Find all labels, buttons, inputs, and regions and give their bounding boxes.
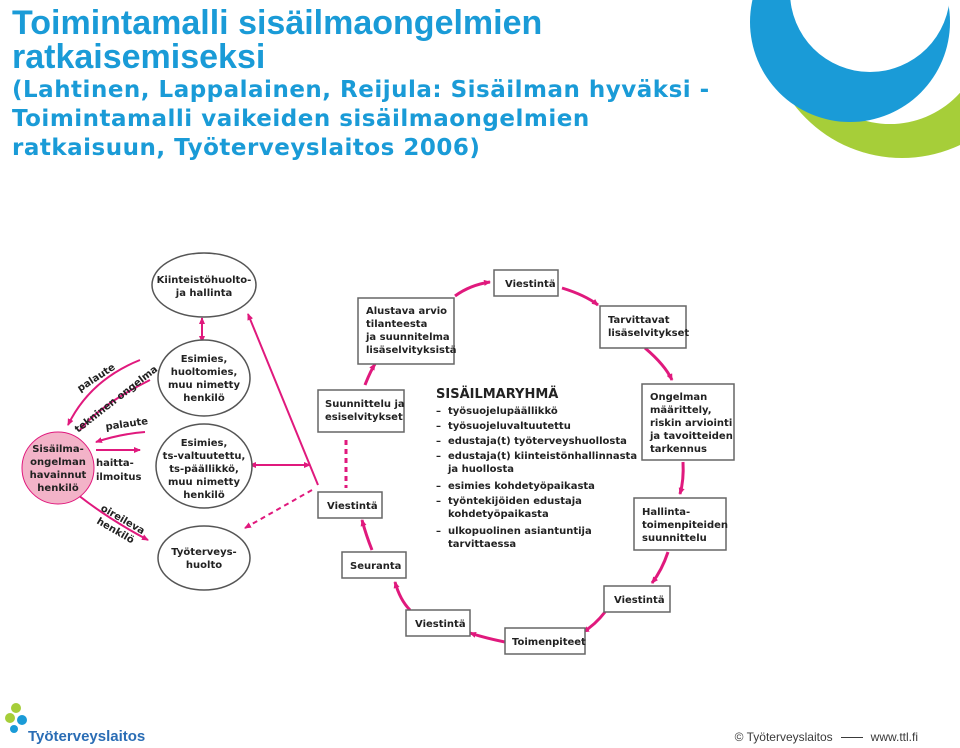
tarvittavat-line-2: lisäselvitykset bbox=[608, 328, 689, 339]
ryhma-item-6b: kohdetyöpaikasta bbox=[448, 509, 549, 520]
ryhma-item-7a: ulkopuolinen asiantuntija bbox=[448, 526, 592, 537]
haitta-line-1: haitta- bbox=[96, 458, 134, 469]
esimies1-line-2: huoltomies, bbox=[171, 367, 238, 378]
logo-text: Työterveyslaitos bbox=[28, 728, 145, 745]
esimies2-line-5: henkilö bbox=[183, 490, 225, 501]
palaute-label-2: palaute bbox=[105, 416, 149, 433]
ryhma-item-6a: työntekijöiden edustaja bbox=[448, 496, 582, 507]
alustava-line-1: Alustava arvio bbox=[366, 306, 447, 317]
toimenpiteet-label: Toimenpiteet bbox=[512, 637, 586, 648]
viestinta-top-label: Viestintä bbox=[505, 279, 556, 290]
sisailmaryhma-heading: SISÄILMARYHMÄ bbox=[436, 386, 558, 402]
esimies1-line-3: muu nimetty bbox=[168, 380, 240, 391]
hallinta-line-1: Hallinta- bbox=[642, 507, 690, 518]
arrow-viestinta-toimenpiteet bbox=[583, 612, 605, 632]
ongelman-line-4: ja tavoitteiden bbox=[649, 431, 733, 442]
tarvittavat-line-1: Tarvittavat bbox=[608, 315, 670, 326]
ryhma-item-2: työsuojeluvaltuutettu bbox=[448, 421, 571, 432]
kiinteisto-line-2: ja hallinta bbox=[175, 288, 232, 299]
tyoterveys-line-2: huolto bbox=[186, 560, 222, 571]
arrow-hallinta-viestinta bbox=[652, 552, 668, 583]
tyoterveys-node bbox=[158, 526, 250, 590]
arrow-to-kiinteisto bbox=[248, 314, 318, 485]
ongelman-line-5: tarkennus bbox=[650, 444, 707, 455]
arrow-ongelman-hallinta bbox=[680, 462, 683, 494]
suunnittelu-box bbox=[318, 390, 404, 432]
ongelman-line-1: Ongelman bbox=[650, 392, 707, 403]
alustava-line-3: ja suunnitelma bbox=[365, 332, 450, 343]
seuranta-label: Seuranta bbox=[350, 561, 401, 572]
svg-text:–: – bbox=[436, 451, 441, 462]
dashed-arrow-tyoterveys bbox=[245, 490, 312, 528]
arrow-tarvittavat-ongelman bbox=[645, 348, 672, 380]
viestinta-left-label: Viestintä bbox=[327, 501, 378, 512]
ongelman-line-3: riskin arviointi bbox=[650, 418, 732, 429]
sisailma-line-4: henkilö bbox=[37, 483, 79, 494]
palaute-label-1: palaute bbox=[76, 362, 118, 395]
svg-text:–: – bbox=[436, 526, 441, 537]
ryhma-item-4b: ja huollosta bbox=[447, 464, 514, 475]
hallinta-line-3: suunnittelu bbox=[642, 533, 707, 544]
sisailma-line-1: Sisäilma- bbox=[32, 444, 84, 455]
ryhma-item-1: työsuojelupäällikkö bbox=[448, 406, 558, 417]
footer-url[interactable]: www.ttl.fi bbox=[871, 730, 918, 744]
esimies2-line-4: muu nimetty bbox=[168, 477, 240, 488]
tarvittavat-box bbox=[600, 306, 686, 348]
footer: © Työterveyslaitos www.ttl.fi bbox=[735, 730, 918, 744]
ryhma-item-5: esimies kohdetyöpaikasta bbox=[448, 481, 595, 492]
svg-text:–: – bbox=[436, 406, 441, 417]
alustava-line-4: lisäselvityksistä bbox=[366, 345, 456, 356]
suunnittelu-line-1: Suunnittelu ja bbox=[325, 399, 405, 410]
svg-text:–: – bbox=[436, 481, 441, 492]
suunnittelu-line-2: esiselvitykset bbox=[325, 412, 403, 423]
svg-text:–: – bbox=[436, 496, 441, 507]
ryhma-item-3: edustaja(t) työterveyshuollosta bbox=[448, 436, 627, 447]
viestinta-right-label: Viestintä bbox=[614, 595, 665, 606]
arrow-seuranta-viestinta bbox=[362, 520, 372, 550]
arrow-viestinta-seuranta bbox=[395, 582, 410, 610]
esimies1-line-4: henkilö bbox=[183, 393, 225, 404]
hallinta-line-2: toimenpiteiden bbox=[642, 520, 728, 531]
esimies1-line-1: Esimies, bbox=[181, 354, 228, 365]
arrow-suunnittelu-alustava bbox=[365, 364, 375, 385]
ryhma-item-4a: edustaja(t) kiinteistönhallinnasta bbox=[448, 451, 637, 462]
esimies2-line-1: Esimies, bbox=[181, 438, 228, 449]
viestinta-bottom-label: Viestintä bbox=[415, 619, 466, 630]
arrow-alustava-viestinta bbox=[455, 282, 490, 296]
esimies-node-1 bbox=[158, 340, 250, 416]
haitta-line-2: ilmoitus bbox=[96, 472, 141, 483]
footer-separator bbox=[841, 737, 863, 738]
kiinteisto-line-1: Kiinteistöhuolto- bbox=[157, 275, 252, 286]
ryhma-item-7b: tarvittaessa bbox=[448, 539, 516, 550]
svg-text:–: – bbox=[436, 421, 441, 432]
sisailmaryhma-block: SISÄILMARYHMÄ –työsuojelupäällikkö –työs… bbox=[436, 386, 637, 550]
footer-copyright: © Työterveyslaitos bbox=[735, 730, 833, 744]
arrow-palaute-2 bbox=[96, 432, 145, 442]
sisailma-line-2: ongelman bbox=[30, 457, 86, 468]
svg-text:–: – bbox=[436, 436, 441, 447]
ongelman-line-2: määrittely, bbox=[650, 405, 712, 416]
arrow-toimenpiteet-viestinta bbox=[470, 633, 505, 642]
esimies2-line-3: ts-päällikkö, bbox=[169, 464, 239, 475]
sisailma-line-3: havainnut bbox=[30, 470, 87, 481]
arrow-viestinta-tarvittavat bbox=[562, 288, 598, 305]
alustava-line-2: tilanteesta bbox=[366, 319, 427, 330]
tyoterveys-line-1: Työterveys- bbox=[171, 547, 236, 558]
esimies2-line-2: ts-valtuutettu, bbox=[163, 451, 246, 462]
